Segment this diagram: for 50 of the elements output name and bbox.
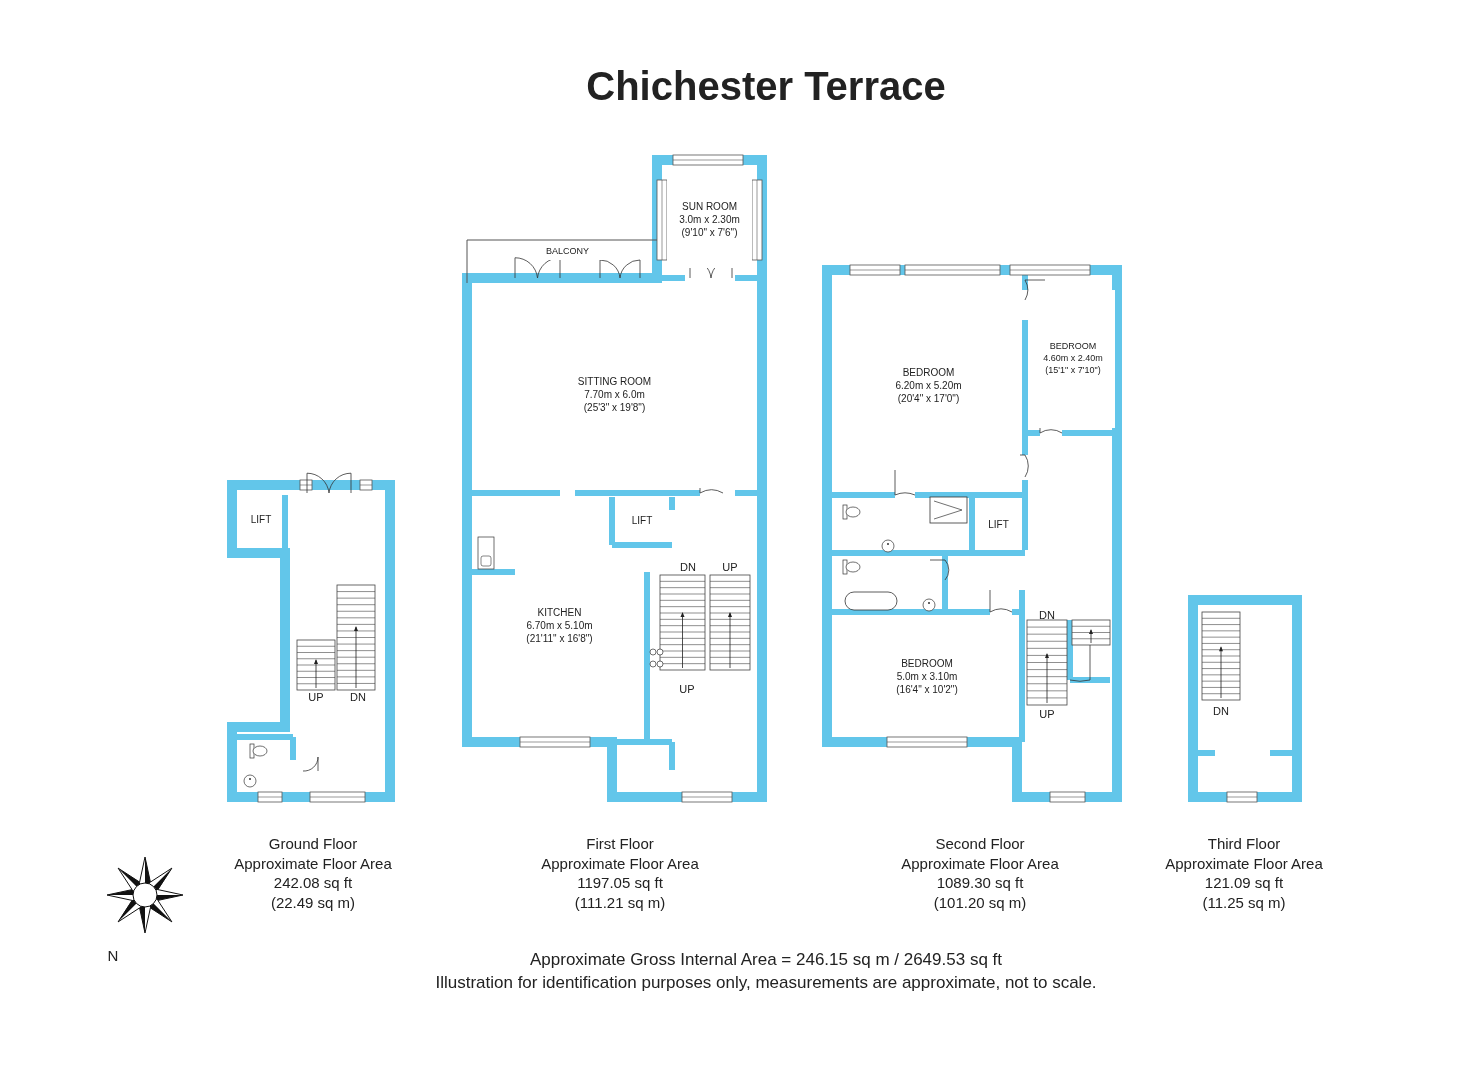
area-sq-m: (101.20 sq m) [933, 893, 1027, 911]
area-sq-m: (111.21 sq m) [574, 893, 666, 911]
room-size-metric: 4.60m x 2.40m [1043, 353, 1103, 365]
room-size-imperial: (9'10" x 7'6") [681, 225, 738, 239]
floor-area-label: Approximate Floor Area [541, 854, 699, 872]
stair-label: UP [1039, 708, 1055, 720]
floor-name: First Floor [586, 834, 654, 852]
compass-north-label: N [107, 946, 119, 964]
stair-label: UP [679, 683, 695, 695]
area-sq-ft: 1197.05 sq ft [577, 873, 663, 891]
room-size-imperial: (25'3" x 19'8") [583, 400, 646, 414]
page-title: Chichester Terrace [586, 63, 946, 109]
room-size-imperial: (16'4" x 10'2") [896, 682, 958, 696]
room-name: KITCHEN [537, 605, 582, 619]
area-sq-ft: 121.09 sq ft [1204, 873, 1284, 891]
stair-label: DN [1039, 609, 1055, 621]
area-sq-ft: 242.08 sq ft [273, 873, 353, 891]
room-name: SUN ROOM [682, 199, 737, 213]
stair-label: UP [308, 691, 324, 703]
room-size-metric: 7.70m x 6.0m [584, 387, 645, 401]
area-sq-m: (22.49 sq m) [270, 893, 356, 911]
room-size-metric: 6.20m x 5.20m [895, 378, 962, 392]
room-size-imperial: (15'1" x 7'10") [1045, 364, 1101, 377]
room-name: BEDROOM [1049, 341, 1097, 354]
area-sq-m: (11.25 sq m) [1202, 893, 1286, 911]
room-size-metric: 6.70m x 5.10m [526, 618, 593, 632]
floor-area-label: Approximate Floor Area [901, 854, 1059, 872]
stair-label: DN [680, 561, 696, 573]
area-sq-ft: 1089.30 sq ft [936, 873, 1024, 891]
room-name: LIFT [250, 512, 272, 526]
floor-name: Second Floor [935, 834, 1025, 852]
stair-label: UP [722, 561, 738, 573]
room-name: LIFT [988, 517, 1009, 531]
stair-label: DN [1213, 705, 1229, 717]
stair-label: DN [350, 691, 366, 703]
room-name: BALCONY [546, 246, 589, 258]
floor-area-label: Approximate Floor Area [234, 854, 392, 872]
floor-name: Third Floor [1207, 834, 1281, 852]
disclaimer-note: Illustration for identification purposes only, measurements are approximate, not to scale. [435, 973, 1097, 993]
room-size-metric: 5.0m x 3.10m [896, 669, 958, 683]
room-size-imperial: (20'4" x 17'0") [897, 391, 960, 405]
room-size-metric: 3.0m x 2.30m [679, 212, 740, 226]
room-name: SITTING ROOM [577, 374, 652, 388]
room-name: BEDROOM [902, 365, 955, 379]
room-name: BEDROOM [901, 656, 953, 670]
floor-name: Ground Floor [268, 834, 358, 852]
room-name: LIFT [631, 513, 653, 527]
room-size-imperial: (21'11" x 16'8") [526, 631, 593, 645]
gross-area-note: Approximate Gross Internal Area = 246.15 sq m / 2649.53 sq ft [530, 950, 1002, 970]
floor-area-label: Approximate Floor Area [1165, 854, 1323, 872]
